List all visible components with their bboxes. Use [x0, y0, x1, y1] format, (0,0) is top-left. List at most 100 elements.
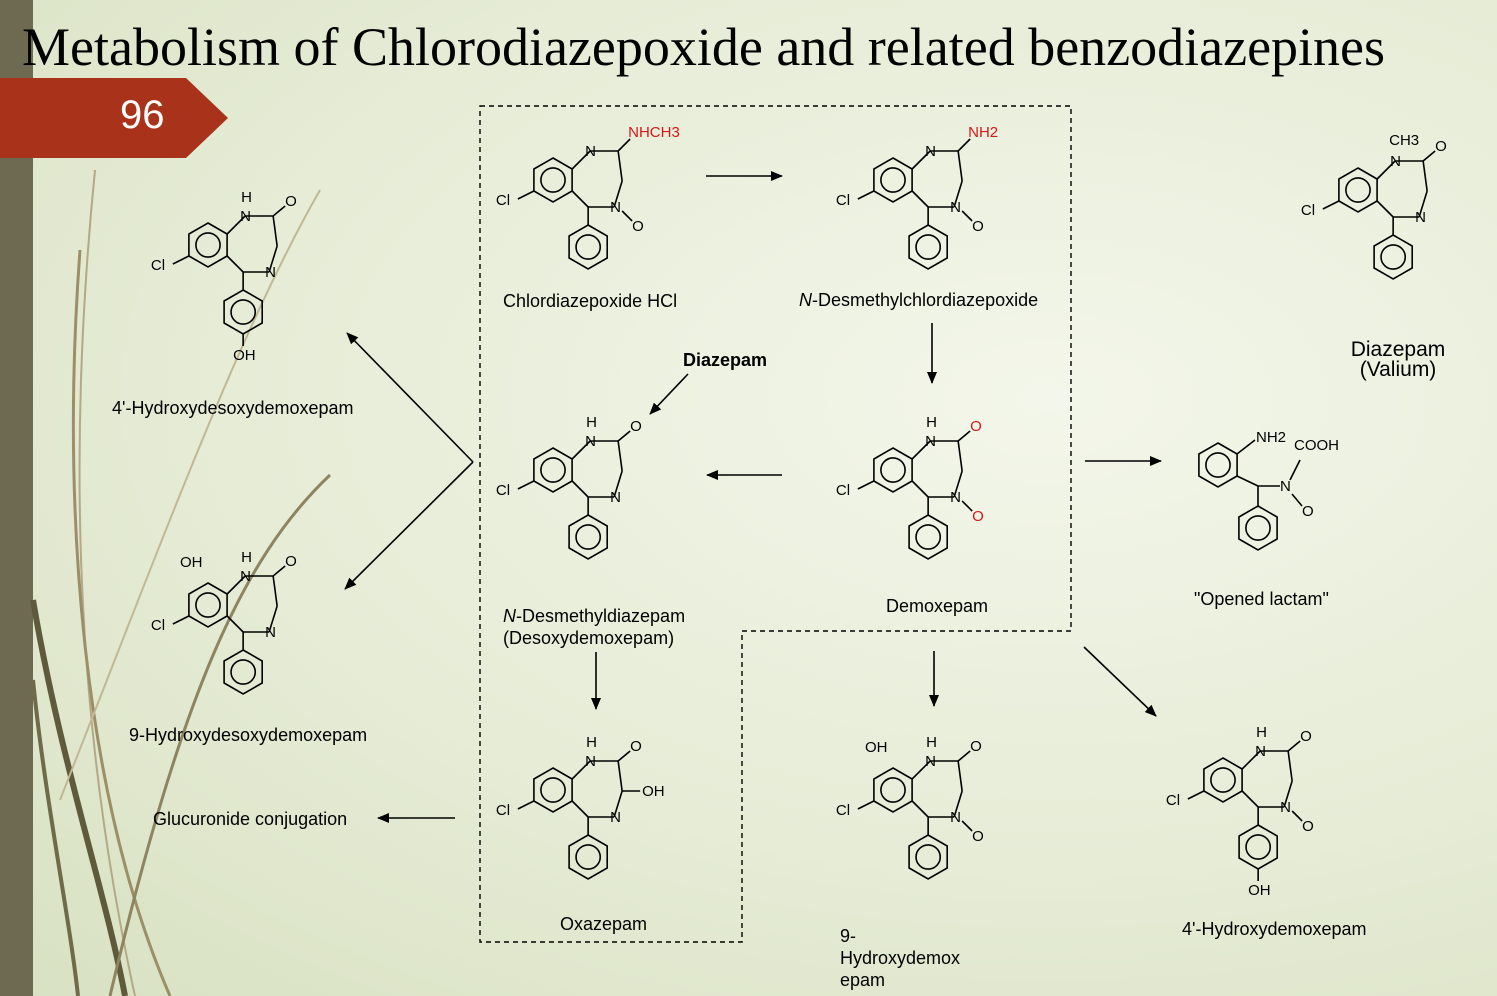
atom-oh3: OH: [642, 783, 665, 800]
label-diazepam-arrow: Diazepam: [683, 350, 768, 370]
benzene-ring-aromatic: [880, 457, 906, 483]
atom-n4: N: [610, 809, 621, 826]
bond: [617, 150, 623, 182]
atom-o-noxide: O: [632, 218, 644, 235]
atom-n4: N: [950, 489, 961, 506]
bond: [961, 210, 973, 222]
atom-n4: N: [950, 199, 961, 216]
bond: [226, 615, 244, 633]
atom-n4: N: [265, 624, 276, 641]
bond: [268, 605, 278, 633]
label-diazepam-valium: Diazepam(Valium): [1330, 339, 1466, 380]
bond: [517, 800, 535, 810]
bond: [272, 205, 286, 217]
bond: [617, 750, 631, 762]
benzene-ring-aromatic: [195, 592, 221, 618]
atom-n1: N: [240, 208, 251, 225]
atom-cl: Cl: [496, 802, 510, 819]
atom-o-carbonyl: O: [285, 553, 297, 570]
arrow-diazepam-to-desmethyldiazepam: [649, 373, 689, 415]
bond: [911, 190, 929, 208]
phenyl-ring-aromatic: [915, 234, 942, 260]
bond: [613, 470, 623, 498]
slide-number-badge: 96: [0, 78, 228, 158]
bond: [1236, 475, 1259, 487]
bond: [1291, 493, 1303, 507]
bond: [957, 430, 971, 442]
benzene-ring-aromatic: [1210, 767, 1236, 793]
benzene-ring: [1203, 757, 1243, 803]
atom-h: H: [926, 734, 937, 751]
bond: [957, 750, 971, 762]
atom-h: H: [1256, 724, 1267, 741]
atom-o-carbonyl: O: [630, 738, 642, 755]
bond: [1241, 790, 1259, 808]
atom-n1: N: [240, 568, 251, 585]
bond: [613, 790, 623, 818]
label-opened-lactam: "Opened lactam": [1194, 589, 1329, 609]
label-9-hydroxydesoxydemoxepam: 9-Hydroxydesoxydemoxepam: [129, 725, 368, 745]
bond: [1322, 200, 1340, 210]
bond: [617, 760, 623, 792]
atom-cl: Cl: [496, 482, 510, 499]
benzene-ring-aromatic: [880, 777, 906, 803]
bond: [226, 215, 246, 235]
atom-n1: N: [925, 143, 936, 160]
bond: [172, 615, 190, 625]
atom-n: N: [1280, 478, 1291, 495]
bond: [272, 575, 278, 607]
bond: [517, 190, 535, 200]
phenyl-ring-aromatic: [1380, 244, 1407, 270]
phenyl-ring-aromatic: [1245, 834, 1272, 860]
metabolic-boundary-box: [479, 105, 1072, 943]
bond: [953, 790, 963, 818]
benzene-ring: [533, 157, 573, 203]
label-glucuronide-conjugation: Glucuronide conjugation: [153, 809, 348, 829]
n-prefix: N: [503, 606, 516, 626]
bond: [1283, 780, 1293, 808]
atom-o-carbonyl: O: [1300, 728, 1312, 745]
phenyl-ring-aromatic: [915, 524, 942, 550]
atom-oh9: OH: [865, 739, 888, 756]
benzene-ring-aromatic: [1205, 452, 1231, 478]
label-demoxepam: Demoxepam: [886, 596, 989, 616]
bond: [571, 150, 591, 170]
label-4-hydroxydemoxepam: 4'-Hydroxydemoxepam: [1182, 919, 1367, 939]
atom-n4: N: [1415, 209, 1426, 226]
atom-o-noxide: O: [972, 508, 984, 525]
atom-o-carbonyl: O: [970, 738, 982, 755]
bond: [1376, 200, 1394, 218]
phenyl-ring: [1373, 234, 1413, 280]
bond: [1289, 459, 1301, 481]
phenyl-ring: [568, 224, 609, 270]
benzene-ring-aromatic: [540, 777, 566, 803]
bond: [571, 440, 591, 460]
bond: [957, 440, 963, 472]
atom-o-carbonyl: O: [1435, 138, 1447, 155]
label-n-desmethyldiazepam: N-Desmethyldiazepam(Desoxydemoxepam): [503, 605, 685, 649]
bond: [1236, 439, 1256, 455]
label-9-hydroxydemoxepam: 9- Hydroxydemox epam: [840, 926, 961, 990]
atom-cl: Cl: [496, 192, 510, 209]
atom-o-carbonyl: O: [630, 418, 642, 435]
atom-cooh: COOH: [1294, 437, 1339, 454]
benzene-ring-aromatic: [880, 167, 906, 193]
benzene-ring-aromatic: [540, 167, 566, 193]
atom-cl: Cl: [151, 257, 165, 274]
benzene-ring-aromatic: [1345, 177, 1371, 203]
benzene-ring: [873, 447, 913, 493]
atom-n4: N: [265, 264, 276, 281]
benzene-ring: [188, 222, 228, 268]
bond: [957, 150, 963, 182]
bond: [172, 255, 190, 265]
phenyl-ring-aromatic: [230, 299, 257, 325]
bond: [226, 575, 246, 595]
benzene-ring: [1338, 167, 1378, 213]
bond: [617, 440, 623, 472]
benzene-ring: [873, 767, 913, 813]
